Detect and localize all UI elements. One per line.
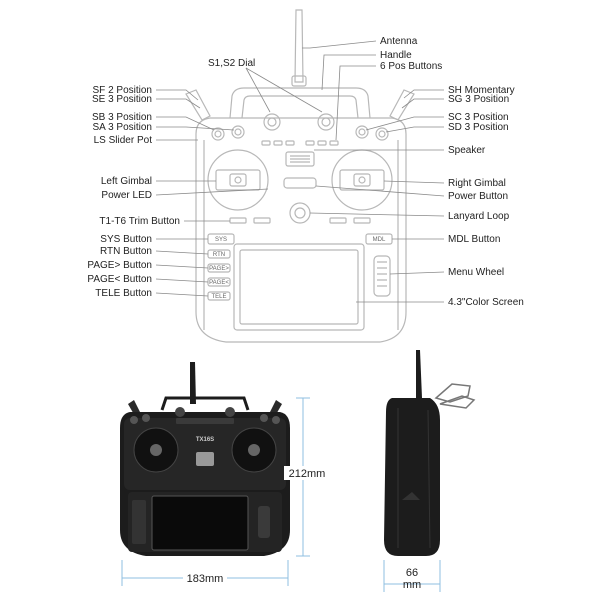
page-next-silk: PAGE> (209, 266, 229, 272)
dimension-height: 212mm (289, 468, 326, 480)
label-power-led: Power LED (101, 190, 152, 201)
front-photo: TX16S (120, 362, 290, 556)
label-menu-wheel: Menu Wheel (448, 267, 504, 278)
color-screen-outline (234, 244, 364, 330)
dimension-depth-value: 66 (406, 567, 418, 579)
front-photo-screen (152, 496, 248, 550)
label-s1-s2-dial: S1,S2 Dial (208, 58, 255, 69)
label-trim: T1-T6 Trim Button (99, 216, 180, 227)
label-speaker: Speaker (448, 145, 486, 156)
label-color-screen: 4.3"Color Screen (448, 297, 524, 308)
label-page-next: PAGE> Button (87, 260, 152, 271)
mdl-silk: MDL (373, 237, 386, 243)
model-silk: TX16S (196, 437, 214, 443)
label-sg: SG 3 Position (448, 94, 509, 105)
label-lanyard-loop: Lanyard Loop (448, 211, 510, 222)
label-sd: SD 3 Position (448, 122, 509, 133)
right-gimbal-outline (332, 150, 392, 210)
side-photo-body (384, 398, 440, 556)
left-gimbal-outline (208, 150, 268, 210)
antenna-outline (295, 10, 303, 82)
page-prev-silk: PAGE< (209, 280, 229, 286)
dial-s1 (264, 114, 280, 130)
label-tele: TELE Button (95, 288, 152, 299)
antenna-base (292, 76, 306, 86)
label-mdl: MDL Button (448, 234, 500, 245)
dimension-width: 183mm (187, 573, 224, 585)
label-page-prev: PAGE< Button (87, 274, 152, 285)
sys-silk: SYS (215, 237, 227, 243)
side-photo (384, 350, 474, 556)
rtn-silk: RTN (213, 252, 225, 258)
power-button-outline (284, 178, 316, 188)
label-right-gimbal: Right Gimbal (448, 178, 506, 189)
label-antenna: Antenna (380, 36, 418, 47)
label-sys: SYS Button (100, 234, 152, 245)
six-pos-buttons (262, 141, 338, 145)
tele-silk: TELE (211, 294, 226, 300)
label-rtn: RTN Button (100, 246, 152, 257)
dimension-depth-unit: mm (403, 579, 421, 591)
switch-sf-outline (186, 90, 210, 120)
label-ls-slider: LS Slider Pot (94, 135, 153, 146)
label-left-gimbal: Left Gimbal (101, 176, 152, 187)
label-handle: Handle (380, 50, 412, 61)
label-power-button: Power Button (448, 191, 508, 202)
right-labels: Antenna Handle 6 Pos Buttons SH Momentar… (380, 36, 524, 308)
dial-s2 (318, 114, 334, 130)
switch-sh-outline (390, 90, 414, 120)
label-sa: SA 3 Position (93, 122, 152, 133)
handle-outline (230, 88, 370, 118)
label-se: SE 3 Position (92, 94, 152, 105)
leader-lines (156, 41, 444, 302)
lanyard-loop-outline (290, 203, 310, 223)
label-6pos: 6 Pos Buttons (380, 61, 442, 72)
